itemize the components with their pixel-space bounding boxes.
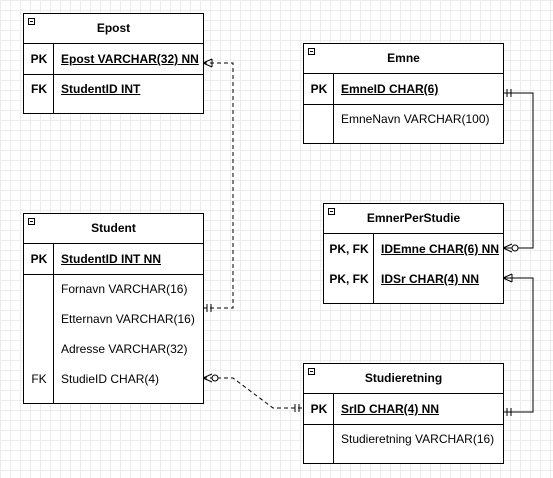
- attribute-label: SrID CHAR(4) NN: [341, 402, 440, 416]
- entity-title: Studieretning: [364, 371, 443, 385]
- entity-title: EmnerPerStudie: [366, 211, 461, 225]
- attribute-row[interactable]: Adresse VARCHAR(32): [24, 334, 203, 364]
- attribute-row[interactable]: Studieretning VARCHAR(16): [304, 424, 503, 454]
- entity-epost[interactable]: Epost PK Epost VARCHAR(32) NN FK Student…: [23, 13, 204, 114]
- attribute-label: EmneID CHAR(6): [341, 82, 439, 96]
- relationship-emne-emnerperstudie: [502, 89, 534, 253]
- key-column: [304, 74, 334, 143]
- key-label: FK: [31, 372, 47, 386]
- collapse-icon[interactable]: [308, 368, 315, 375]
- entity-title: Epost: [96, 21, 131, 35]
- entity-header[interactable]: Student: [24, 214, 203, 244]
- entity-title: Student: [91, 221, 136, 235]
- attribute-label: StudentID INT: [61, 82, 141, 96]
- attribute-label: Studieretning VARCHAR(16): [341, 432, 495, 446]
- entity-header[interactable]: EmnerPerStudie: [324, 204, 503, 234]
- key-column: [324, 234, 374, 303]
- relationship-emnerperstudie-studieretning: [502, 273, 534, 416]
- attribute-row[interactable]: PK Epost VARCHAR(32) NN: [24, 44, 203, 74]
- attribute-row[interactable]: PK SrID CHAR(4) NN: [304, 394, 503, 424]
- entity-emne[interactable]: Emne PK EmneID CHAR(6) EmneNavn VARCHAR(…: [303, 43, 504, 144]
- relationship-epost-student: [202, 58, 234, 312]
- attribute-row[interactable]: PK, FK IDEmne CHAR(6) NN: [324, 234, 503, 264]
- attribute-row[interactable]: Etternavn VARCHAR(16): [24, 304, 203, 334]
- collapse-icon[interactable]: [28, 18, 35, 25]
- key-label: FK: [31, 82, 47, 96]
- key-column: [24, 244, 54, 403]
- attribute-label: IDSr CHAR(4) NN: [381, 272, 480, 286]
- attribute-label: IDEmne CHAR(6) NN: [381, 242, 500, 256]
- key-label: PK: [30, 252, 48, 266]
- section-divider: [24, 74, 203, 75]
- collapse-icon[interactable]: [328, 208, 335, 215]
- attribute-row[interactable]: Fornavn VARCHAR(16): [24, 274, 203, 304]
- entity-student[interactable]: Student PK StudentID INT NN Fornavn VARC…: [23, 213, 204, 404]
- section-divider: [24, 274, 203, 275]
- attribute-row[interactable]: PK StudentID INT NN: [24, 244, 203, 274]
- key-column: [304, 394, 334, 463]
- key-label: PK: [310, 82, 328, 96]
- attribute-label: Fornavn VARCHAR(16): [61, 282, 188, 296]
- attribute-label: StudentID INT NN: [61, 252, 161, 266]
- key-column: [24, 44, 54, 113]
- entity-studieretning[interactable]: Studieretning PK SrID CHAR(4) NN Studier…: [303, 363, 504, 464]
- attribute-label: Epost VARCHAR(32) NN: [61, 52, 199, 66]
- section-divider: [304, 104, 503, 105]
- attribute-label: EmneNavn VARCHAR(100): [341, 112, 490, 126]
- entity-header[interactable]: Epost: [24, 14, 203, 44]
- attribute-label: StudieID CHAR(4): [61, 372, 160, 386]
- key-label: PK: [310, 402, 328, 416]
- entity-emnerperstudie[interactable]: EmnerPerStudie PK, FK IDEmne CHAR(6) NN …: [323, 203, 504, 304]
- attribute-row[interactable]: EmneNavn VARCHAR(100): [304, 104, 503, 134]
- key-label: PK: [30, 52, 48, 66]
- attribute-row[interactable]: FK StudentID INT: [24, 74, 203, 104]
- entity-header[interactable]: Emne: [304, 44, 503, 74]
- collapse-icon[interactable]: [308, 48, 315, 55]
- attribute-row[interactable]: PK EmneID CHAR(6): [304, 74, 503, 104]
- entity-header[interactable]: Studieretning: [304, 364, 503, 394]
- attribute-row[interactable]: FK StudieID CHAR(4): [24, 364, 203, 394]
- section-divider: [304, 424, 503, 425]
- relationship-student-studieretning: [202, 373, 303, 412]
- key-label: PK, FK: [329, 242, 369, 256]
- attribute-row[interactable]: PK, FK IDSr CHAR(4) NN: [324, 264, 503, 294]
- attribute-label: Etternavn VARCHAR(16): [61, 312, 195, 326]
- collapse-icon[interactable]: [28, 218, 35, 225]
- entity-title: Emne: [387, 51, 420, 65]
- attribute-label: Adresse VARCHAR(32): [61, 342, 188, 356]
- key-label: PK, FK: [329, 272, 369, 286]
